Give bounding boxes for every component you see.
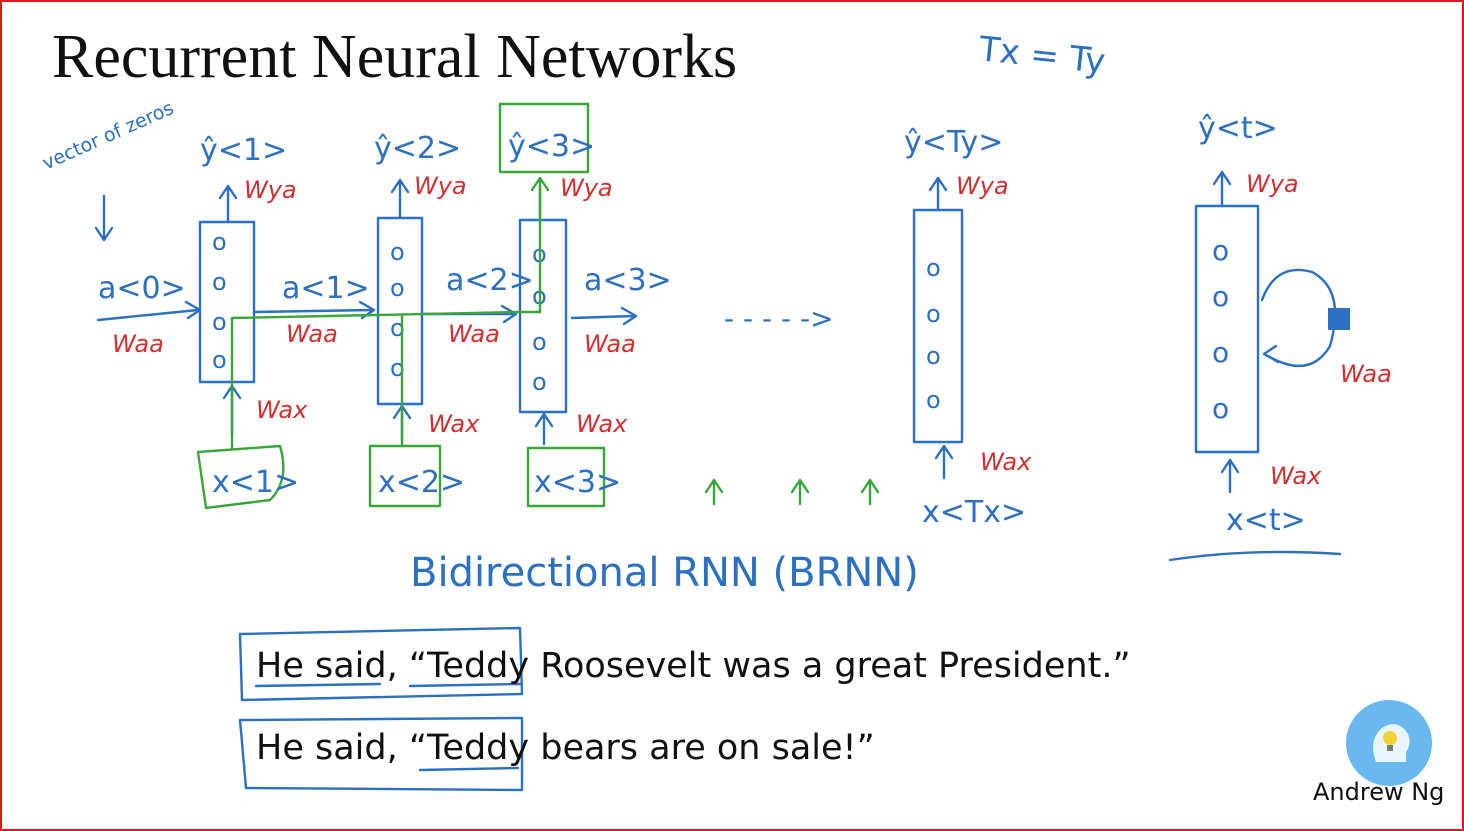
x2-box bbox=[368, 444, 442, 508]
wya-label-t: Wya bbox=[1246, 170, 1299, 198]
xtx-label: x<Tx> bbox=[922, 495, 1026, 530]
recurrent-loop bbox=[1260, 268, 1337, 368]
svg-text:o: o bbox=[532, 328, 547, 356]
waa-label-t: Waa bbox=[1340, 360, 1392, 388]
wya-label-3: Wya bbox=[560, 174, 613, 202]
yt-label: ŷ<t> bbox=[1198, 111, 1278, 146]
y1-label: ŷ<1> bbox=[200, 133, 287, 168]
input-arrow-c bbox=[860, 478, 880, 506]
xt-label: x<t> bbox=[1226, 503, 1306, 538]
x1-label: x<1> bbox=[212, 465, 299, 500]
lightbulb-head-icon bbox=[1346, 700, 1432, 786]
zeros-down-arrow bbox=[94, 194, 114, 242]
rnn-cell-3 bbox=[518, 218, 568, 414]
wya-label-1: Wya bbox=[244, 176, 297, 204]
slide-title: Recurrent Neural Networks bbox=[52, 23, 738, 91]
sentence-1-underline bbox=[254, 682, 522, 688]
yty-label: ŷ<Ty> bbox=[904, 125, 1003, 160]
tx-ty-annotation: Tx = Ty bbox=[976, 29, 1107, 82]
underline-compact bbox=[1168, 550, 1342, 562]
y3-box bbox=[498, 102, 590, 174]
y2-label: ŷ<2> bbox=[374, 131, 461, 166]
wya-label-ty: Wya bbox=[956, 172, 1009, 200]
x3-label: x<3> bbox=[534, 465, 621, 500]
svg-text:o: o bbox=[390, 238, 405, 266]
svg-text:o: o bbox=[1212, 280, 1229, 313]
x2-label: x<2> bbox=[378, 465, 465, 500]
continuation-dots: - - - - -> bbox=[724, 302, 834, 335]
svg-text:o: o bbox=[1212, 336, 1229, 369]
svg-text:o: o bbox=[212, 308, 227, 336]
input-arrow-b bbox=[790, 478, 810, 506]
sentence-2: He said, “Teddy bears are on sale!” bbox=[256, 728, 875, 768]
wya-label-2: Wya bbox=[414, 172, 467, 200]
waa-label-1: Waa bbox=[286, 320, 338, 348]
brnn-caption: Bidirectional RNN (BRNN) bbox=[410, 550, 919, 596]
svg-text:o: o bbox=[212, 228, 227, 256]
logo-glyph bbox=[1373, 724, 1410, 762]
svg-text:o: o bbox=[926, 342, 941, 370]
svg-text:o: o bbox=[926, 300, 941, 328]
sentence-1: He said, “Teddy Roosevelt was a great Pr… bbox=[256, 646, 1131, 686]
loop-delay-mark bbox=[1328, 308, 1350, 330]
wax-label-tx: Wax bbox=[980, 448, 1032, 476]
svg-text:o: o bbox=[1212, 234, 1229, 267]
sentence-box-2 bbox=[238, 716, 524, 792]
sentence-2-underline bbox=[418, 766, 520, 772]
svg-text:o: o bbox=[926, 254, 941, 282]
waa-label-0: Waa bbox=[112, 330, 164, 358]
forward-path bbox=[230, 178, 542, 450]
y3-label: ŷ<3> bbox=[508, 129, 595, 164]
x3-box bbox=[526, 446, 606, 508]
wax-label-2: Wax bbox=[428, 410, 480, 438]
svg-text:o: o bbox=[926, 386, 941, 414]
svg-text:o: o bbox=[532, 368, 547, 396]
a3-label: a<3> bbox=[584, 263, 672, 298]
sentence-box-1 bbox=[238, 626, 524, 702]
a1-label: a<1> bbox=[282, 271, 370, 306]
waa-label-3: Waa bbox=[584, 330, 636, 358]
waa-label-2: Waa bbox=[448, 320, 500, 348]
author-name: Andrew Ng bbox=[1313, 778, 1445, 806]
x1-box bbox=[196, 444, 285, 510]
rnn-cell-compact bbox=[1194, 204, 1260, 454]
wax-label-1: Wax bbox=[256, 396, 308, 424]
a0-label: a<0> bbox=[98, 271, 186, 306]
svg-text:o: o bbox=[1212, 392, 1229, 425]
svg-text:o: o bbox=[212, 346, 227, 374]
wax-label-t: Wax bbox=[1270, 462, 1322, 490]
wax-label-3: Wax bbox=[576, 410, 628, 438]
rnn-cell-1 bbox=[198, 220, 256, 384]
svg-text:o: o bbox=[212, 268, 227, 296]
vector-of-zeros-note: vector of zeros bbox=[39, 97, 177, 175]
svg-text:o: o bbox=[390, 274, 405, 302]
input-arrow-a bbox=[704, 478, 724, 506]
